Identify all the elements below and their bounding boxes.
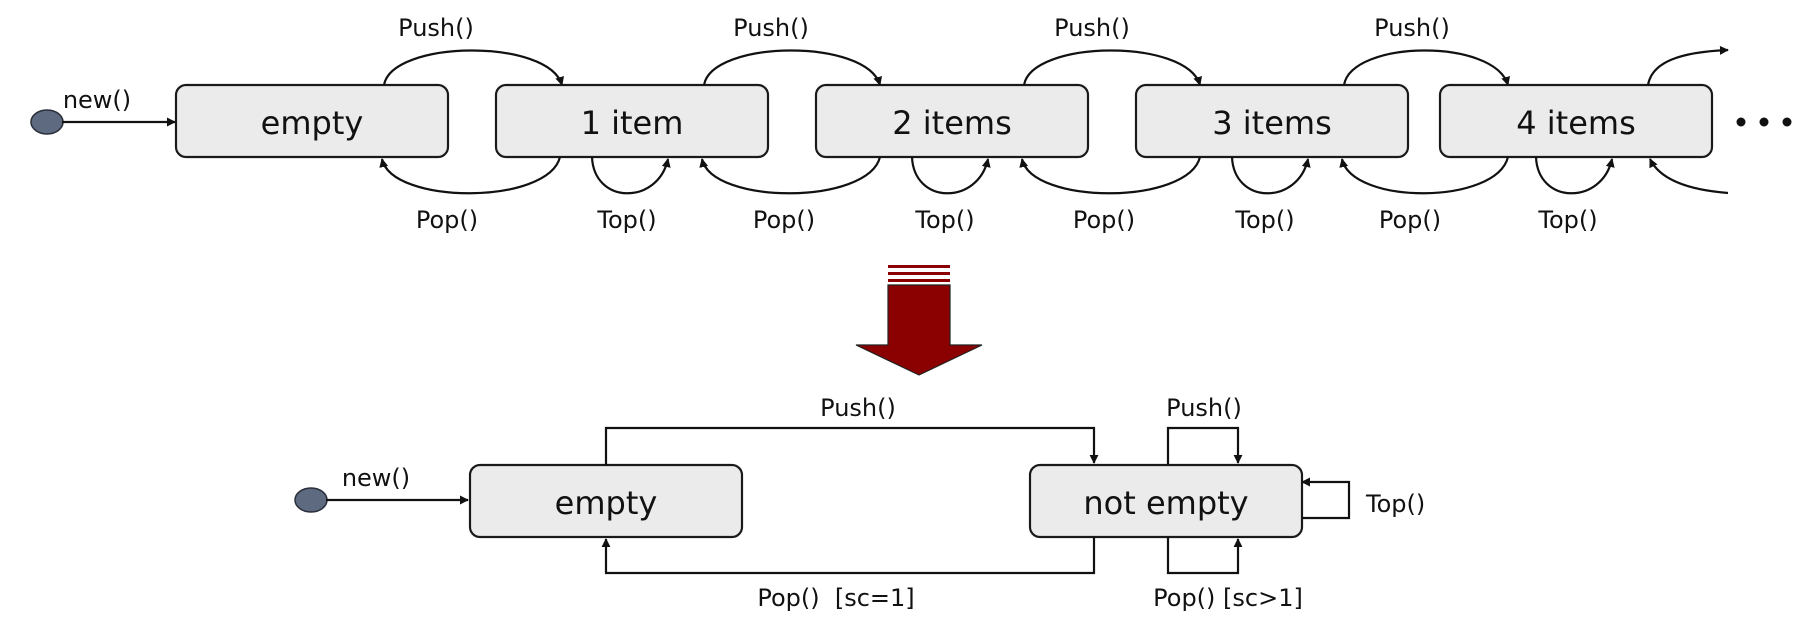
top-loop-label-2: Top(): [914, 206, 974, 234]
pop-label-1: Pop(): [753, 206, 815, 234]
push-empty-to-not-empty: [604, 426, 1099, 465]
pop-arc-2: [1019, 156, 1202, 195]
top-statechart: new() empty 1 item 2 items 3 items 4 ite…: [30, 14, 1792, 234]
state-2-items: [814, 83, 1090, 159]
push-arc-3: [1342, 49, 1510, 86]
push-label-1: Push(): [733, 14, 809, 42]
push-self-loop: [1166, 426, 1243, 465]
bottom-new-label: new(): [342, 464, 410, 492]
state-not-empty: [1028, 463, 1304, 539]
state-not-empty-label: not empty: [1083, 484, 1248, 522]
push-empty-label: Push(): [820, 394, 896, 422]
top-loop-2: [910, 156, 991, 195]
state-empty-label: empty: [261, 104, 364, 142]
pop-arc-3: [1339, 156, 1510, 195]
top-loop-label-4: Top(): [1537, 206, 1597, 234]
top-new-label: new(): [63, 86, 131, 114]
state-2-items-label: 2 items: [892, 104, 1012, 142]
bottom-initial-dot: [294, 487, 328, 513]
top-loop-4: [1534, 156, 1615, 195]
pop-self-label: Pop() [sc>1]: [1153, 584, 1303, 612]
push-label-3: Push(): [1374, 14, 1450, 42]
state-4-items-label: 4 items: [1516, 104, 1636, 142]
pop-label-2: Pop(): [1073, 206, 1135, 234]
push-label-0: Push(): [398, 14, 474, 42]
top-self-label: Top(): [1365, 490, 1425, 518]
top-loop-1: [590, 156, 671, 195]
top-self-loop: [1301, 477, 1351, 520]
top-loop-label-3: Top(): [1234, 206, 1294, 234]
bottom-statechart: new() empty not empty Push() Push() Top(…: [294, 394, 1425, 612]
state-1-item-label: 1 item: [581, 104, 684, 142]
pop-arc-1: [699, 156, 882, 195]
pop-arc-0: [379, 156, 562, 195]
state-4-items: [1438, 83, 1714, 159]
top-initial-dot: [30, 109, 64, 135]
state-3-items: [1134, 83, 1410, 159]
pop-label-3: Pop(): [1379, 206, 1441, 234]
state-1-item: [494, 83, 770, 159]
pop-label-0: Pop(): [416, 206, 478, 234]
pop-not-empty-to-empty: [601, 537, 1096, 575]
pop-self-loop: [1166, 537, 1243, 575]
push-arc-2: [1022, 49, 1202, 86]
continuation-ellipsis: [1736, 117, 1792, 127]
reduction-arrow-icon: [855, 265, 983, 376]
top-loop-label-1: Top(): [596, 206, 656, 234]
state-3-items-label: 3 items: [1212, 104, 1332, 142]
pop-arc-4: [1649, 158, 1729, 195]
push-label-2: Push(): [1054, 14, 1130, 42]
state-empty: [174, 83, 450, 159]
push-self-label: Push(): [1166, 394, 1242, 422]
top-loop-3: [1230, 156, 1311, 195]
push-arc-4: [1646, 45, 1729, 86]
state-empty-reduced-label: empty: [555, 484, 658, 522]
push-arc-1: [702, 49, 882, 86]
push-arc-0: [382, 49, 564, 86]
pop-to-empty-label: Pop() [sc=1]: [757, 584, 914, 612]
